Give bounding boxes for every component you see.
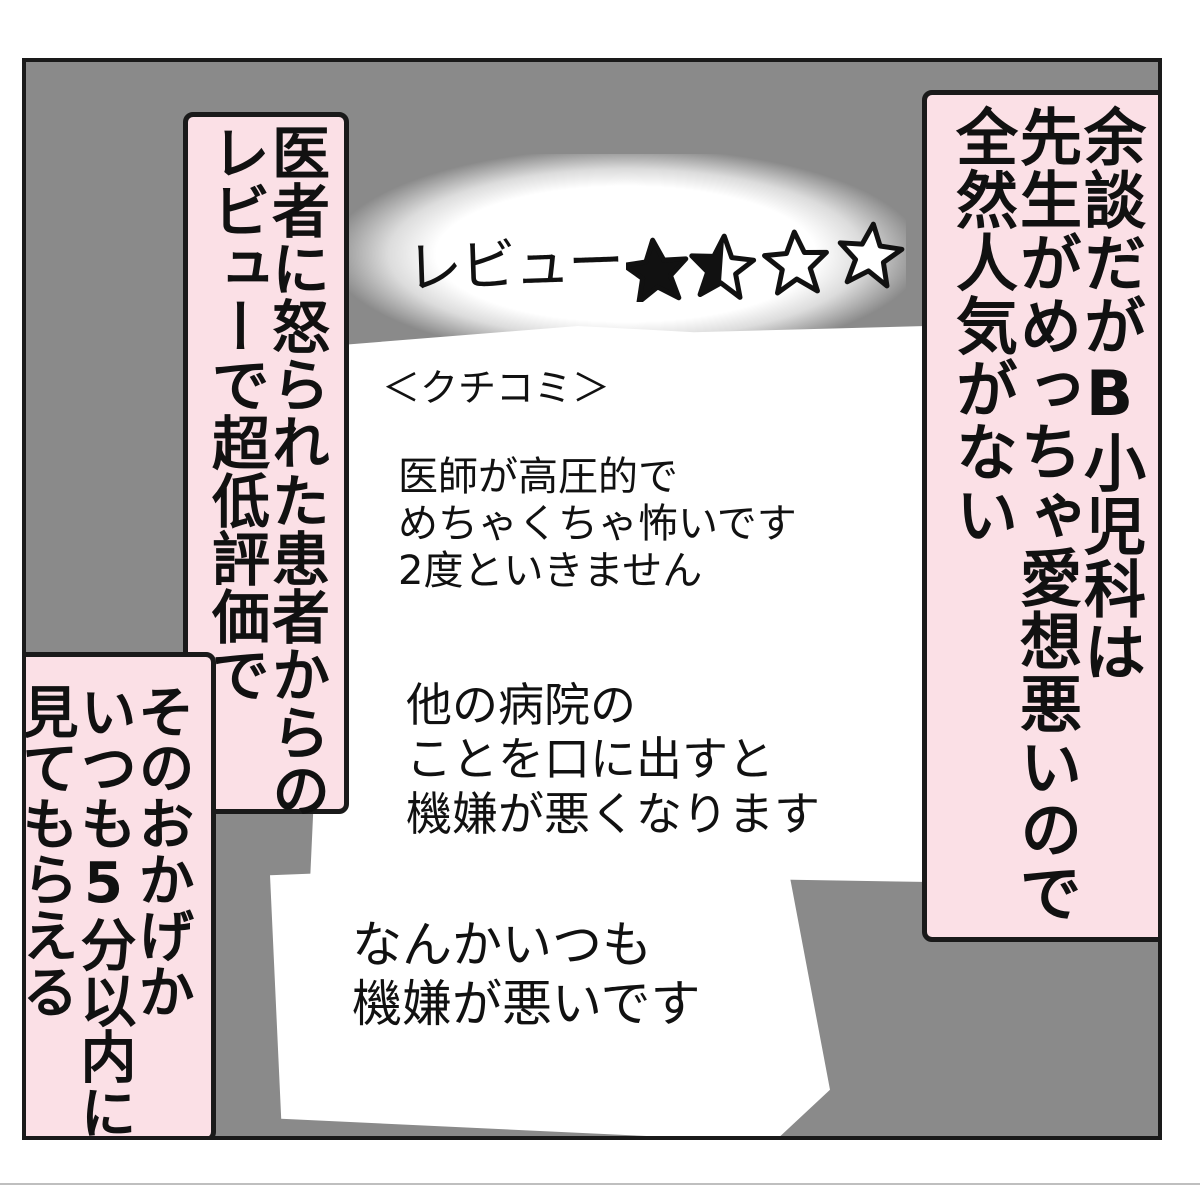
comment-line: 他の病院の — [406, 678, 636, 732]
comment-text: なんかいつも 機嫌が悪いです — [352, 916, 701, 1034]
star-icon-2 — [689, 233, 757, 300]
star-icon-1 — [626, 237, 689, 302]
review-card-1: ＜クチコミ＞ 医師が高圧的で めちゃくちゃ怖いです 2度といきません — [346, 326, 926, 636]
caption-box-narration-3: そのおかげか いつも5分以内に 見てもらえる — [22, 652, 216, 1140]
caption-line: 余談だがB小児科は — [1073, 105, 1146, 683]
caption-line: そのおかげか — [129, 683, 194, 1019]
caption-box-narration-1: 余談だがB小児科は 先生がめっちゃ愛想悪いので 全然人気がない — [922, 90, 1158, 942]
page-divider — [0, 1183, 1200, 1185]
star-icon-4 — [837, 221, 905, 289]
kuchikomi-label: ＜クチコミ＞ — [382, 366, 611, 410]
review-card-2: 他の病院の ことを口に出すと 機嫌が悪くなります — [310, 582, 930, 882]
comment-line: ことを口に出すと — [406, 732, 774, 787]
comment-line: 医師が高圧的で — [398, 454, 678, 500]
review-card-3: なんかいつも 機嫌が悪いです — [270, 852, 830, 1136]
comment-text: 医師が高圧的で めちゃくちゃ怖いです 2度といきません — [398, 454, 797, 596]
comment-text: 他の病院の ことを口に出すと 機嫌が悪くなります — [406, 678, 820, 841]
caption-line: レビューで超低評価で — [202, 123, 270, 703]
comic-panel: レビュー ＜クチコミ＞ 医師が高圧的で めちゃくちゃ怖いです 2度といきません … — [22, 58, 1162, 1140]
comment-line: 2度といきません — [398, 548, 703, 595]
comment-line: なんかいつも — [352, 916, 652, 974]
review-label: レビュー — [405, 229, 624, 302]
caption-line: 全然人気がない — [945, 105, 1018, 546]
caption-line: いつも5分以内に — [71, 683, 136, 1140]
comment-line: 機嫌が悪くなります — [406, 786, 820, 841]
caption-line: 見てもらえる — [22, 683, 78, 1019]
star-icon-3 — [762, 229, 829, 296]
comment-line: 機嫌が悪いです — [352, 975, 701, 1033]
comment-line: めちゃくちゃ怖いです — [398, 501, 797, 548]
caption-box-narration-2: 医者に怒られた患者からの レビューで超低評価で — [183, 112, 349, 819]
star-rating — [626, 221, 905, 302]
caption-line: 医者に怒られた患者からの — [262, 123, 330, 819]
caption-line: 先生がめっちゃ愛想悪いので — [1009, 105, 1082, 924]
